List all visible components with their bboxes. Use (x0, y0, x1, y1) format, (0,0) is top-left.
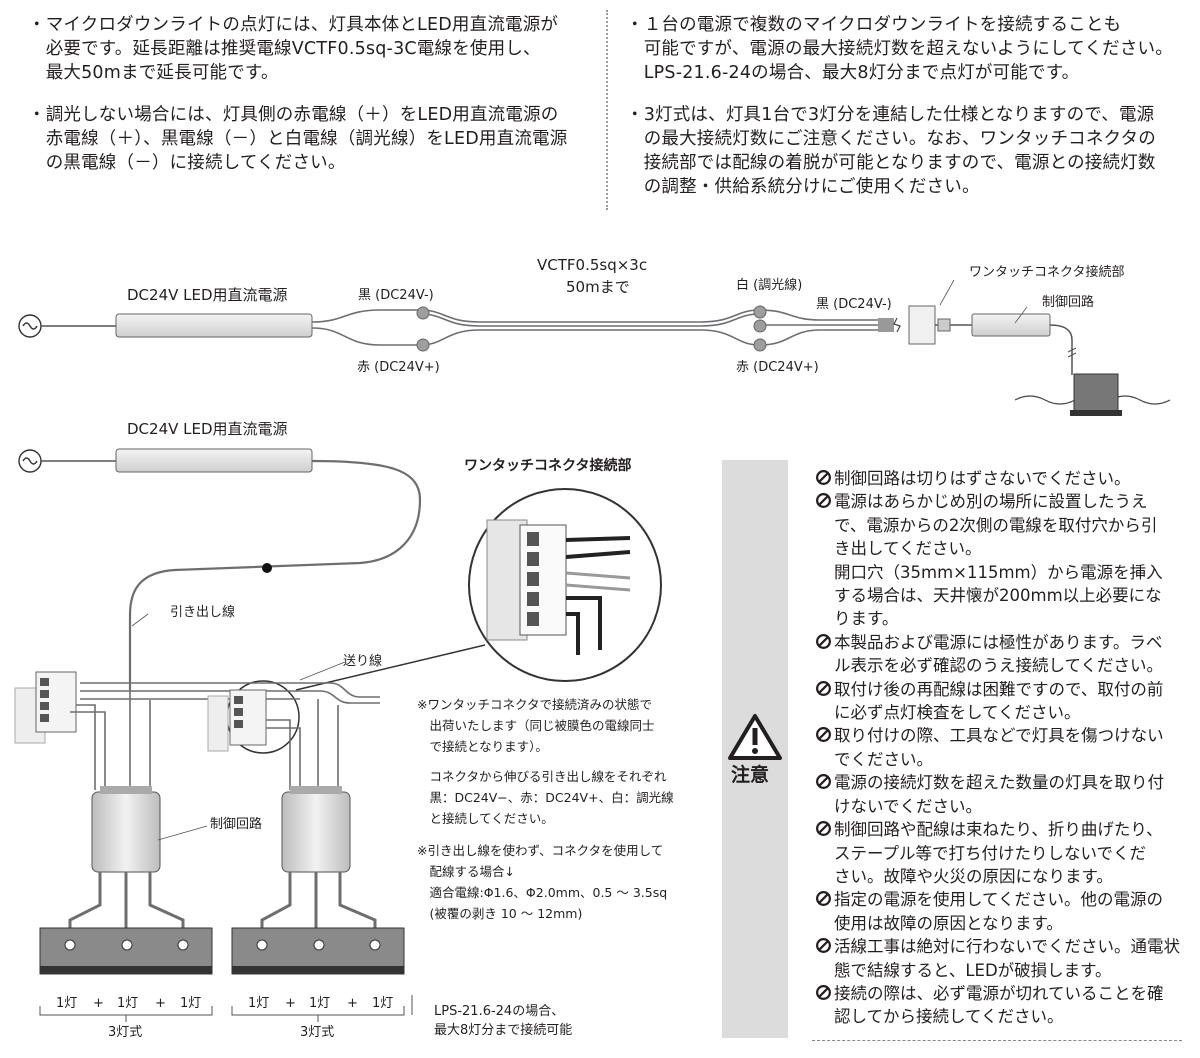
caution-item: 活線工事は絶対に行わないでください。通電状態で結線すると、LEDが破損します。 (815, 935, 1180, 982)
caution-item-text: ります。 (834, 609, 899, 629)
prohibited-icon (816, 680, 831, 696)
caution-item: 指定の電源を使用してください。他の電源の使用は故障の原因となります。 (815, 888, 1180, 935)
top-left-note-1: ・マイクロダウンライトの点灯には、灯具本体とLED用直流電源が 必要です。延長距… (28, 15, 559, 83)
lamp-plus-1a: + (93, 996, 104, 1011)
type-label-2: 3灯式 (300, 1025, 335, 1040)
psu-1 (115, 313, 313, 338)
top-left-note-2: ・調光しない場合には、灯具側の赤電線（＋）をLED用直流電源の 赤電線（＋）、黒… (28, 105, 568, 173)
control-label-2: 制御回路 (210, 817, 263, 832)
fixture-group-2 (207, 689, 405, 975)
connector-label-1: ワンタッチコネクタ接続部 (969, 265, 1125, 280)
caution-item-text: 制御回路や配線は束ねたり、折り曲げたり、 (834, 820, 1163, 840)
black-wire-right: 黒 (DC24V-) (816, 297, 892, 312)
caution-item-text: 本製品および電源には極性があります。ラベ (834, 632, 1163, 652)
feed-wire-label: 送り線 (343, 654, 383, 669)
connector-zoom (468, 488, 662, 682)
white-wire-right: 白 (調光線) (736, 278, 803, 293)
connector-box-1 (908, 305, 936, 345)
caution-item-text: 指定の電源を使用してください。他の電源の (834, 890, 1164, 910)
caution-item-text: で、電源からの2次側の電線を取付穴から引 (834, 515, 1158, 535)
caution-item: 接続の際は、必ず電源が切れていることを確認してから接続してください。 (815, 982, 1180, 1029)
caution-item-text: 接続の際は、必ず電源が切れていることを確 (834, 983, 1164, 1003)
top-right-note-2: ・3灯式は、灯具1台で3灯分を連結した仕様となりますので、電源 の最大接続灯数に… (626, 105, 1156, 197)
lamp-label-2b: 1灯 (309, 996, 331, 1011)
caution-title: 注意 (731, 764, 770, 786)
caution-item-text: 態で結線すると、LEDが破損します。 (834, 960, 1112, 980)
caution-item: 取り付けの際、工具などで灯具を傷つけないでください。 (815, 724, 1180, 771)
caution-item-text: でください。 (834, 749, 933, 769)
caution-item: 制御回路は切りはずさないでください。 (815, 467, 1180, 490)
cable-label-2: 50mまで (566, 278, 630, 296)
prohibited-icon (816, 891, 831, 907)
red-wire-right: 赤 (DC24V+) (736, 360, 819, 375)
connector-notes-3: ※引き出し線を使わず、コネクタを使用して 配線する場合↓ 適合電線:Φ1.6、Φ… (417, 843, 668, 921)
red-wire-left: 赤 (DC24V+) (357, 360, 440, 375)
caution-item-text: 電源はあらかじめ別の場所に設置したうえ (834, 492, 1148, 512)
caution-item-text: き出してください。 (834, 539, 982, 559)
top-right-note-1: ・１台の電源で複数のマイクロダウンライトを接続することも 可能ですが、電源の最大… (626, 15, 1173, 83)
lamp-label-1c: 1灯 (180, 996, 202, 1011)
caution-item-text: に必ず点灯検査をしてください。 (834, 703, 1081, 723)
prohibited-icon (816, 938, 831, 954)
caution-item-text: ル表示を必ず確認のうえ接続してください。 (834, 656, 1164, 676)
column-divider (606, 10, 608, 210)
black-wire-left: 黒 (DC24V-) (358, 288, 434, 303)
caution-item: 取付け後の再配線は困難ですので、取付の前に必ず点灯検査をしてください。 (815, 678, 1180, 725)
prohibited-icon (816, 774, 831, 790)
caution-item: 電源の接続灯数を超えた数量の灯具を取り付けないでください。 (815, 771, 1180, 818)
caution-item: 本製品および電源には極性があります。ラベル表示を必ず確認のうえ接続してください。 (815, 631, 1180, 678)
cable-1 (311, 309, 880, 346)
connector-notes-2: コネクタから伸びる引き出し線をそれぞれ 黒：DC24V−、赤：DC24V+、白：… (417, 769, 674, 826)
prohibited-icon (816, 633, 831, 649)
psu-label-2: DC24V LED用直流電源 (127, 420, 288, 438)
psu-label-1: DC24V LED用直流電源 (127, 286, 288, 304)
lamp-plus-2b: + (347, 996, 358, 1011)
lamp-label-1a: 1灯 (56, 996, 78, 1011)
lps-note: LPS-21.6-24の場合、 最大8灯分まで接続可能 (434, 1004, 573, 1038)
caution-item-text: 認してから接続してください。 (834, 1007, 1064, 1027)
caution-item-text: 制御回路は切りはずさないでください。 (834, 469, 1131, 488)
caution-item-text: 電源の接続灯数を超えた数量の灯具を取り付 (834, 773, 1164, 793)
caution-item-text: 活線工事は絶対に行わないでください。通電状 (834, 937, 1181, 957)
connector-title: ワンタッチコネクタ接続部 (464, 458, 632, 474)
caution-item: 制御回路や配線は束ねたり、折り曲げたり、ステープル等で打ち付けたりしないでくださ… (815, 818, 1180, 888)
connector-notes-1: ※ワンタッチコネクタで接続済みの状態で 出荷いたします（同じ被膜色の電線同士 で… (417, 697, 655, 754)
prohibited-icon (816, 727, 831, 743)
prohibited-icon (816, 470, 831, 485)
caution-item-text: 使用は故障の原因となります。 (834, 913, 1063, 933)
cable-label-1: VCTF0.5sq×3c (537, 256, 648, 274)
caution-item-text: 取り付けの際、工具などで灯具を傷つけない (834, 726, 1164, 746)
caution-item-text: 取付け後の再配線は困難ですので、取付の前 (834, 679, 1164, 699)
lamp-label-1b: 1灯 (117, 996, 139, 1011)
prohibited-icon (816, 821, 831, 837)
lamp-plus-2a: + (285, 996, 296, 1011)
prohibited-icon (816, 493, 831, 509)
caution-item-text: ステープル等で打ち付けたりしないでくだ (834, 843, 1147, 863)
caution-item-text: けないでください。 (834, 796, 983, 816)
caution-list: 制御回路は切りはずさないでください。電源はあらかじめ別の場所に設置したうえで、電… (815, 467, 1180, 1029)
lamp-label-2a: 1灯 (248, 996, 270, 1011)
warning-triangle-icon (728, 714, 782, 760)
fixture-group-1 (14, 671, 213, 975)
lamp-plus-1b: + (155, 996, 166, 1011)
lamp-label-2c: 1灯 (372, 996, 394, 1011)
lead-wire-label: 引き出し線 (170, 605, 236, 620)
caution-bottom-divider (812, 1040, 1182, 1041)
control-label-1: 制御回路 (1042, 295, 1095, 310)
caution-item: 電源はあらかじめ別の場所に設置したうえで、電源からの2次側の電線を取付穴から引き… (815, 490, 1180, 630)
type-label-1: 3灯式 (108, 1025, 143, 1040)
ceiling-fixture-1 (1014, 373, 1171, 416)
prohibited-icon (816, 984, 831, 1000)
caution-item-text: 開口穴（35mm×115mm）から電源を挿入 (834, 562, 1163, 582)
caution-item-text: する場合は、天井懐が200mm以上必要にな (834, 586, 1162, 606)
caution-item-text: さい。故障や火災の原因になります。 (834, 866, 1113, 886)
